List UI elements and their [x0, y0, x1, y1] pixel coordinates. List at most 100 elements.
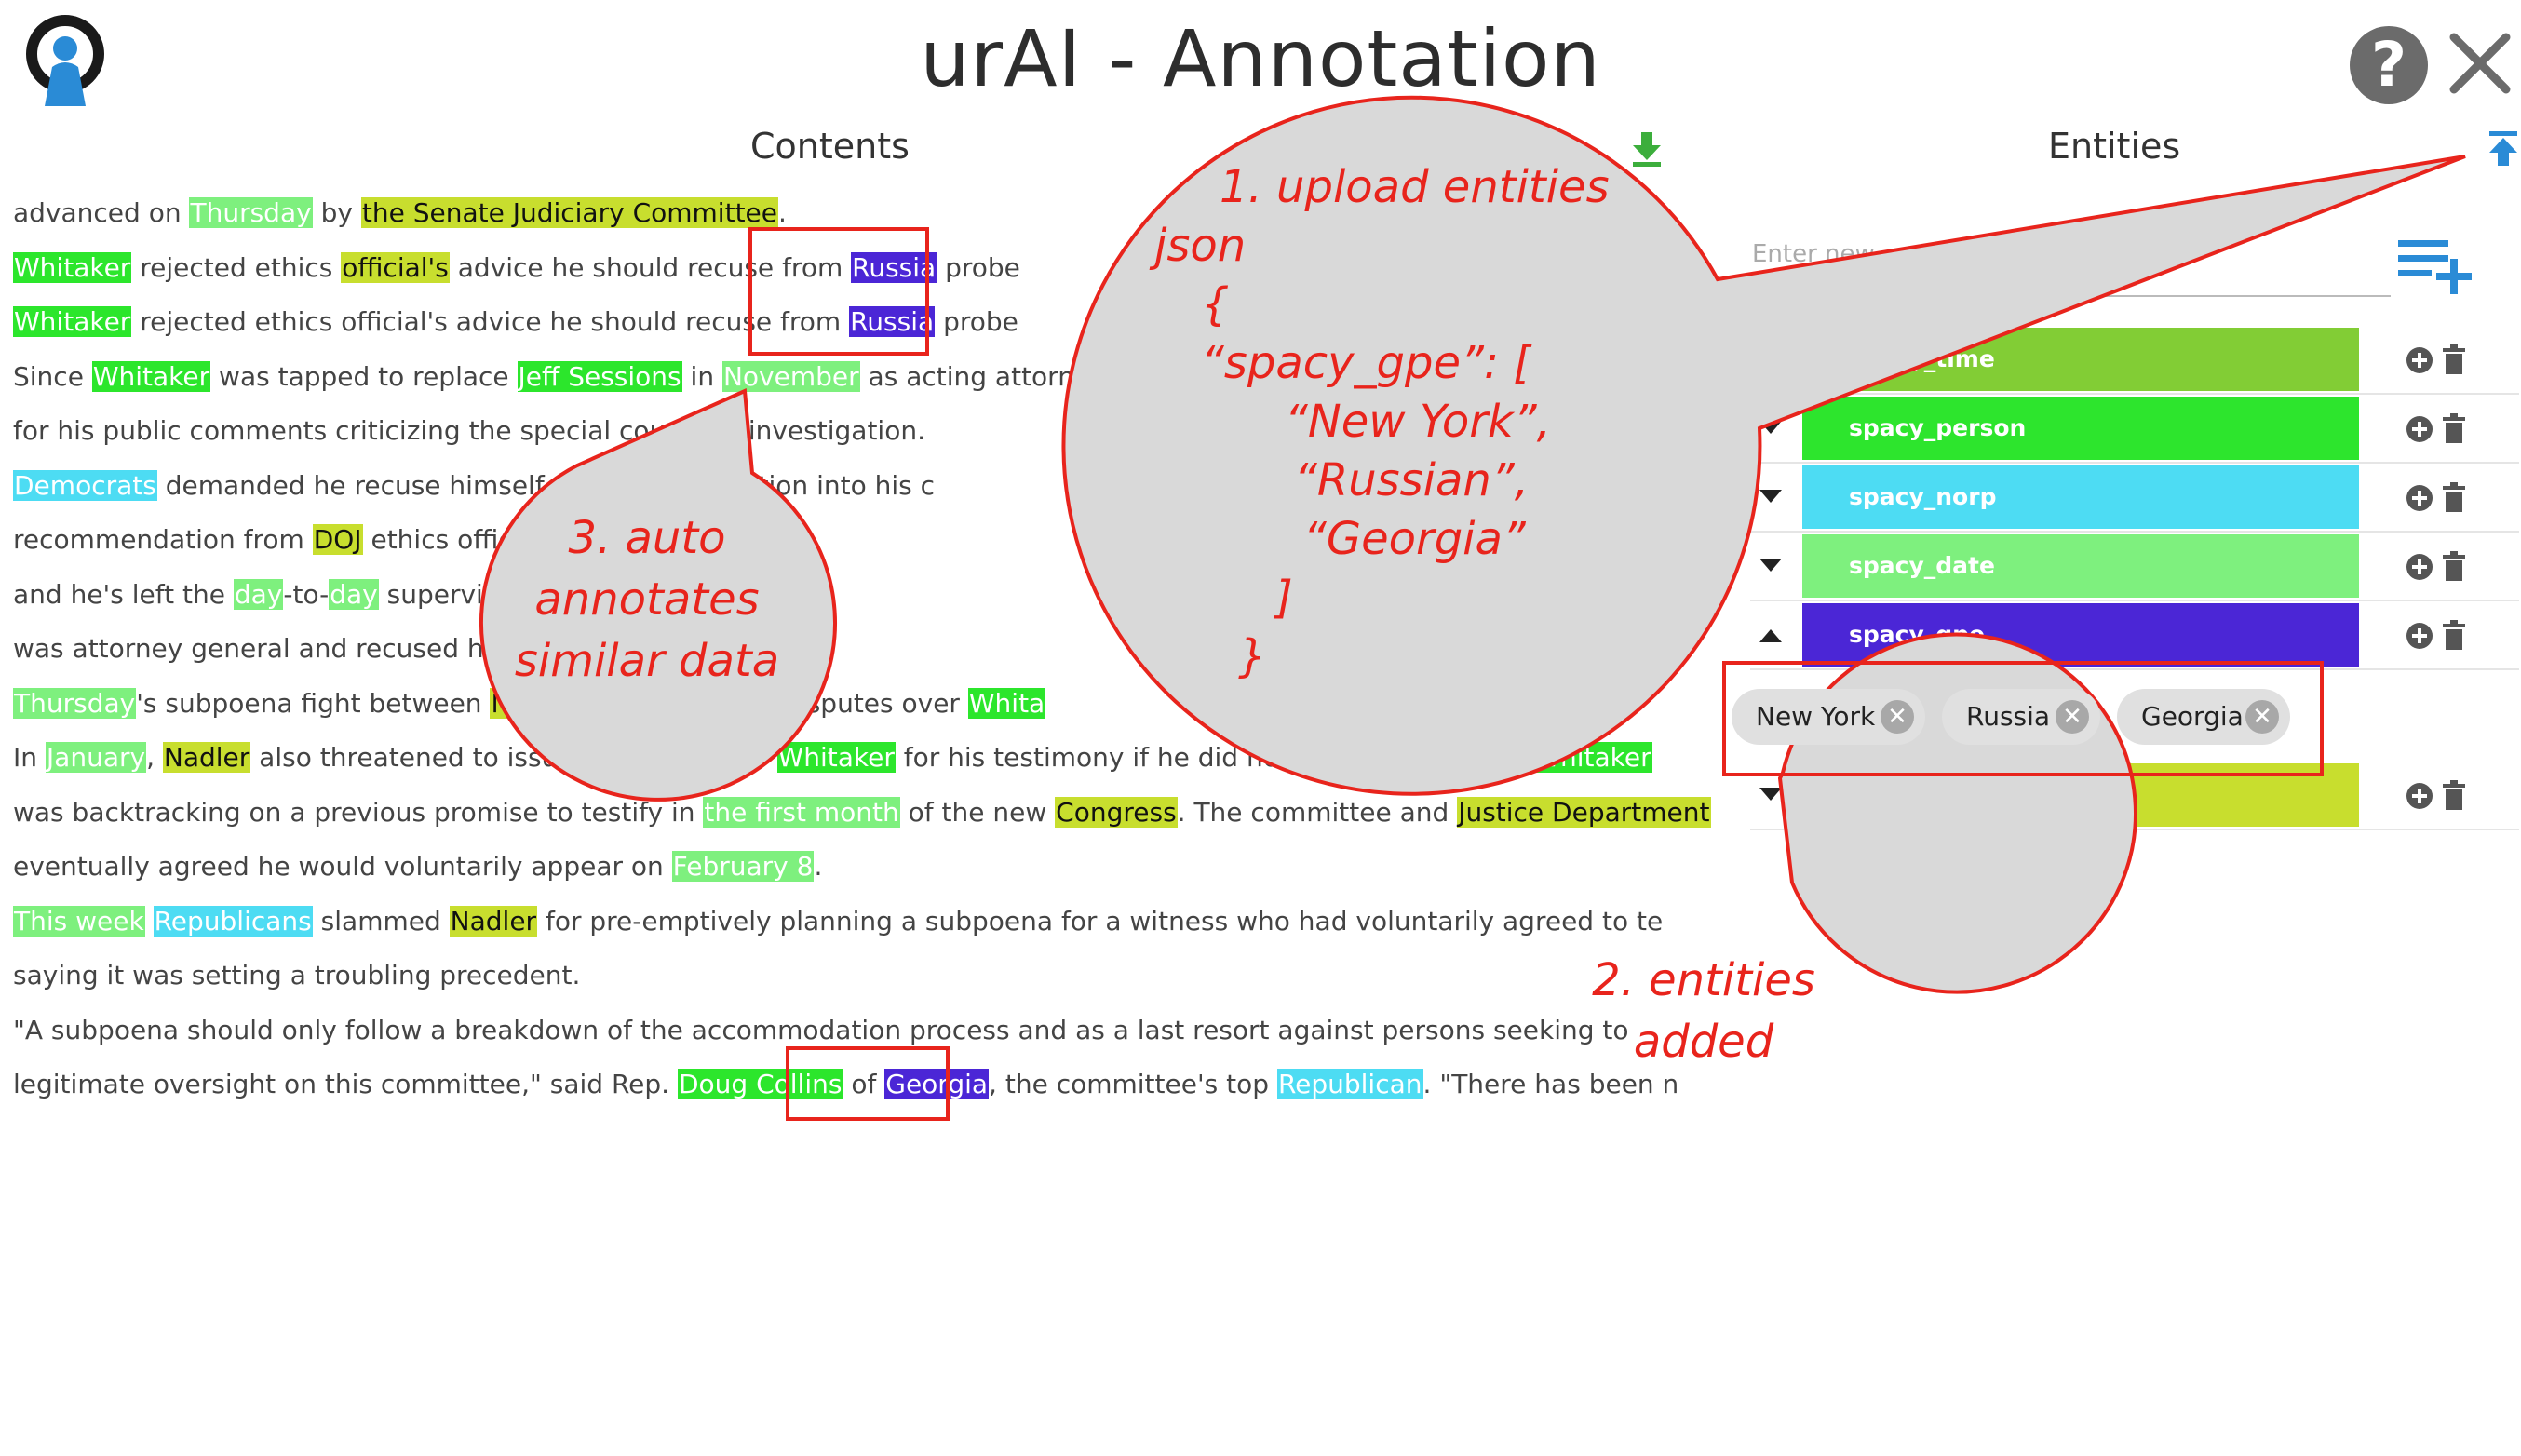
page-title: urAI - Annotation [920, 13, 1601, 104]
caret-down-icon[interactable] [1758, 784, 1784, 806]
entity-highlight-person[interactable]: Whitaker [776, 742, 896, 773]
entity-highlight-person[interactable]: Doug Collins [677, 1069, 843, 1099]
close-icon[interactable] [2445, 28, 2515, 99]
entity-row: spacy_person [1750, 395, 2519, 464]
plain-text: of the new [899, 796, 1056, 828]
plain-text: advanced on [13, 197, 190, 228]
logo-icon [26, 15, 104, 106]
plain-text: rejected ethics [131, 251, 342, 283]
entity-highlight-org[interactable]: Justice Department [1457, 796, 1711, 828]
plain-text: in [681, 360, 722, 392]
plain-text: and he's left the [13, 578, 234, 610]
plain-text: of [843, 1069, 885, 1099]
plain-text: probe [937, 251, 1020, 283]
entity-highlight-person[interactable]: Jeff Sessions [517, 360, 682, 392]
entity-highlight-date[interactable]: This week [13, 905, 145, 937]
document-line: eventually agreed he would voluntarily a… [13, 840, 1707, 895]
remove-chip-icon[interactable]: ✕ [1881, 700, 1914, 734]
entity-highlight-org[interactable]: DOJ [312, 524, 363, 555]
trash-icon[interactable] [2443, 413, 2465, 443]
trash-icon[interactable] [2443, 780, 2465, 810]
entity-highlight-norp[interactable]: Republicans [153, 905, 313, 937]
add-circle-icon[interactable] [2406, 782, 2433, 810]
entity-highlight-date[interactable]: February 8 [671, 851, 815, 882]
entity-highlight-norp[interactable]: Republican [1276, 1069, 1423, 1099]
entity-highlight-org[interactable]: official's [341, 251, 450, 283]
plain-text: . The committee and [1177, 796, 1458, 828]
plain-text: by [312, 197, 361, 228]
entity-highlight-gpe[interactable]: Russia [849, 306, 936, 337]
entity-highlight-norp[interactable]: Democrats [13, 469, 157, 501]
trash-icon[interactable] [2443, 344, 2465, 374]
entity-highlight-date[interactable]: Thursday [13, 687, 137, 719]
entity-highlight-person[interactable]: Whita [967, 687, 1046, 719]
add-circle-icon[interactable] [2406, 346, 2433, 374]
entity-highlight-gpe[interactable]: Georgia [884, 1069, 990, 1099]
entity-value-chip: Georgia✕ [2117, 689, 2290, 745]
entity-highlight-org[interactable]: the Senate Judiciary Committee [360, 197, 778, 228]
plain-text: In [13, 742, 46, 773]
plain-text: was backtracking on a previous promise t… [13, 796, 704, 828]
add-circle-icon[interactable] [2406, 415, 2433, 443]
plain-text: recommendation from [13, 524, 313, 555]
upload-callout-text: 1. upload entities json { “spacy_gpe”: [… [1154, 161, 1610, 682]
entity-type-label[interactable]: spacy_date [1802, 534, 2359, 598]
entity-type-label[interactable]: spacy_person [1802, 397, 2359, 460]
plain-text: was tapped to replace [210, 360, 518, 392]
entity-highlight-gpe[interactable]: Russia [851, 251, 937, 283]
caret-down-icon[interactable] [1758, 555, 1784, 577]
plain-text: legitimate oversight on this committee,"… [13, 1069, 678, 1099]
add-circle-icon[interactable] [2406, 553, 2433, 581]
plain-text: was attorney general and recused him [13, 633, 517, 664]
entity-highlight-org[interactable]: Nadler [162, 742, 251, 773]
document-line: saying it was setting a troubling preced… [13, 949, 1707, 1004]
entity-row: spacy_norp [1750, 464, 2519, 533]
plain-text: ethics offic [362, 524, 513, 555]
entity-highlight-person[interactable]: Whitaker [13, 251, 132, 283]
plain-text: . [778, 197, 787, 228]
entities-heading: Entities [2048, 126, 2181, 167]
entity-highlight-date[interactable]: January [45, 742, 147, 773]
document-line: advanced on Thursday by the Senate Judic… [13, 186, 1707, 241]
plain-text: -to- [283, 578, 330, 610]
entity-highlight-date[interactable]: November [721, 360, 860, 392]
add-circle-icon[interactable] [2406, 622, 2433, 650]
plain-text: Since [13, 360, 92, 392]
caret-up-icon[interactable] [1758, 624, 1784, 646]
plain-text: . [814, 851, 823, 882]
playlist-add-icon[interactable] [2396, 236, 2476, 296]
entity-highlight-org[interactable]: Congress [1055, 796, 1178, 828]
document-line: Whitaker rejected ethics official's advi… [13, 295, 1707, 350]
entity-type-label[interactable]: spacy_norp [1802, 465, 2359, 529]
trash-icon[interactable] [2443, 482, 2465, 512]
entity-highlight-person[interactable]: Whitaker [91, 360, 211, 392]
entity-highlight-date[interactable]: day [329, 578, 379, 610]
caret-down-icon[interactable] [1758, 486, 1784, 508]
entity-highlight-date[interactable]: day [233, 578, 284, 610]
document-line: for his public comments criticizing the … [13, 404, 1707, 459]
entity-highlight-date[interactable]: Thursday [189, 197, 313, 228]
plain-text: , the committee's top [989, 1069, 1277, 1099]
trash-icon[interactable] [2443, 620, 2465, 650]
entity-row: spacy_gpe [1750, 601, 2519, 670]
help-icon[interactable]: ? [2350, 26, 2428, 104]
plain-text: "A subpoena should only follow a breakdo… [13, 1014, 1629, 1045]
upload-callout-bubble [1061, 95, 2466, 796]
remove-chip-icon[interactable]: ✕ [2245, 700, 2279, 734]
plain-text: slammed [312, 905, 450, 937]
upload-icon[interactable] [2487, 130, 2519, 168]
entity-highlight-org[interactable]: Nadler [449, 905, 538, 937]
download-icon[interactable] [1631, 130, 1663, 168]
document-line: was backtracking on a previous promise t… [13, 786, 1711, 841]
remove-chip-icon[interactable]: ✕ [2056, 700, 2089, 734]
add-circle-icon[interactable] [2406, 484, 2433, 512]
plain-text: eventually agreed he would voluntarily a… [13, 851, 672, 882]
document-line: Since Whitaker was tapped to replace Jef… [13, 350, 1707, 405]
document-line: Whitaker rejected ethics official's advi… [13, 241, 1707, 296]
entity-highlight-date[interactable]: the first month [703, 796, 900, 828]
georgia-highlight-box [786, 1046, 950, 1121]
entity-value-chip: New York✕ [1732, 689, 1925, 745]
entity-highlight-person[interactable]: Whitaker [13, 306, 132, 337]
document-line: "A subpoena should only follow a breakdo… [13, 1004, 1707, 1058]
trash-icon[interactable] [2443, 551, 2465, 581]
